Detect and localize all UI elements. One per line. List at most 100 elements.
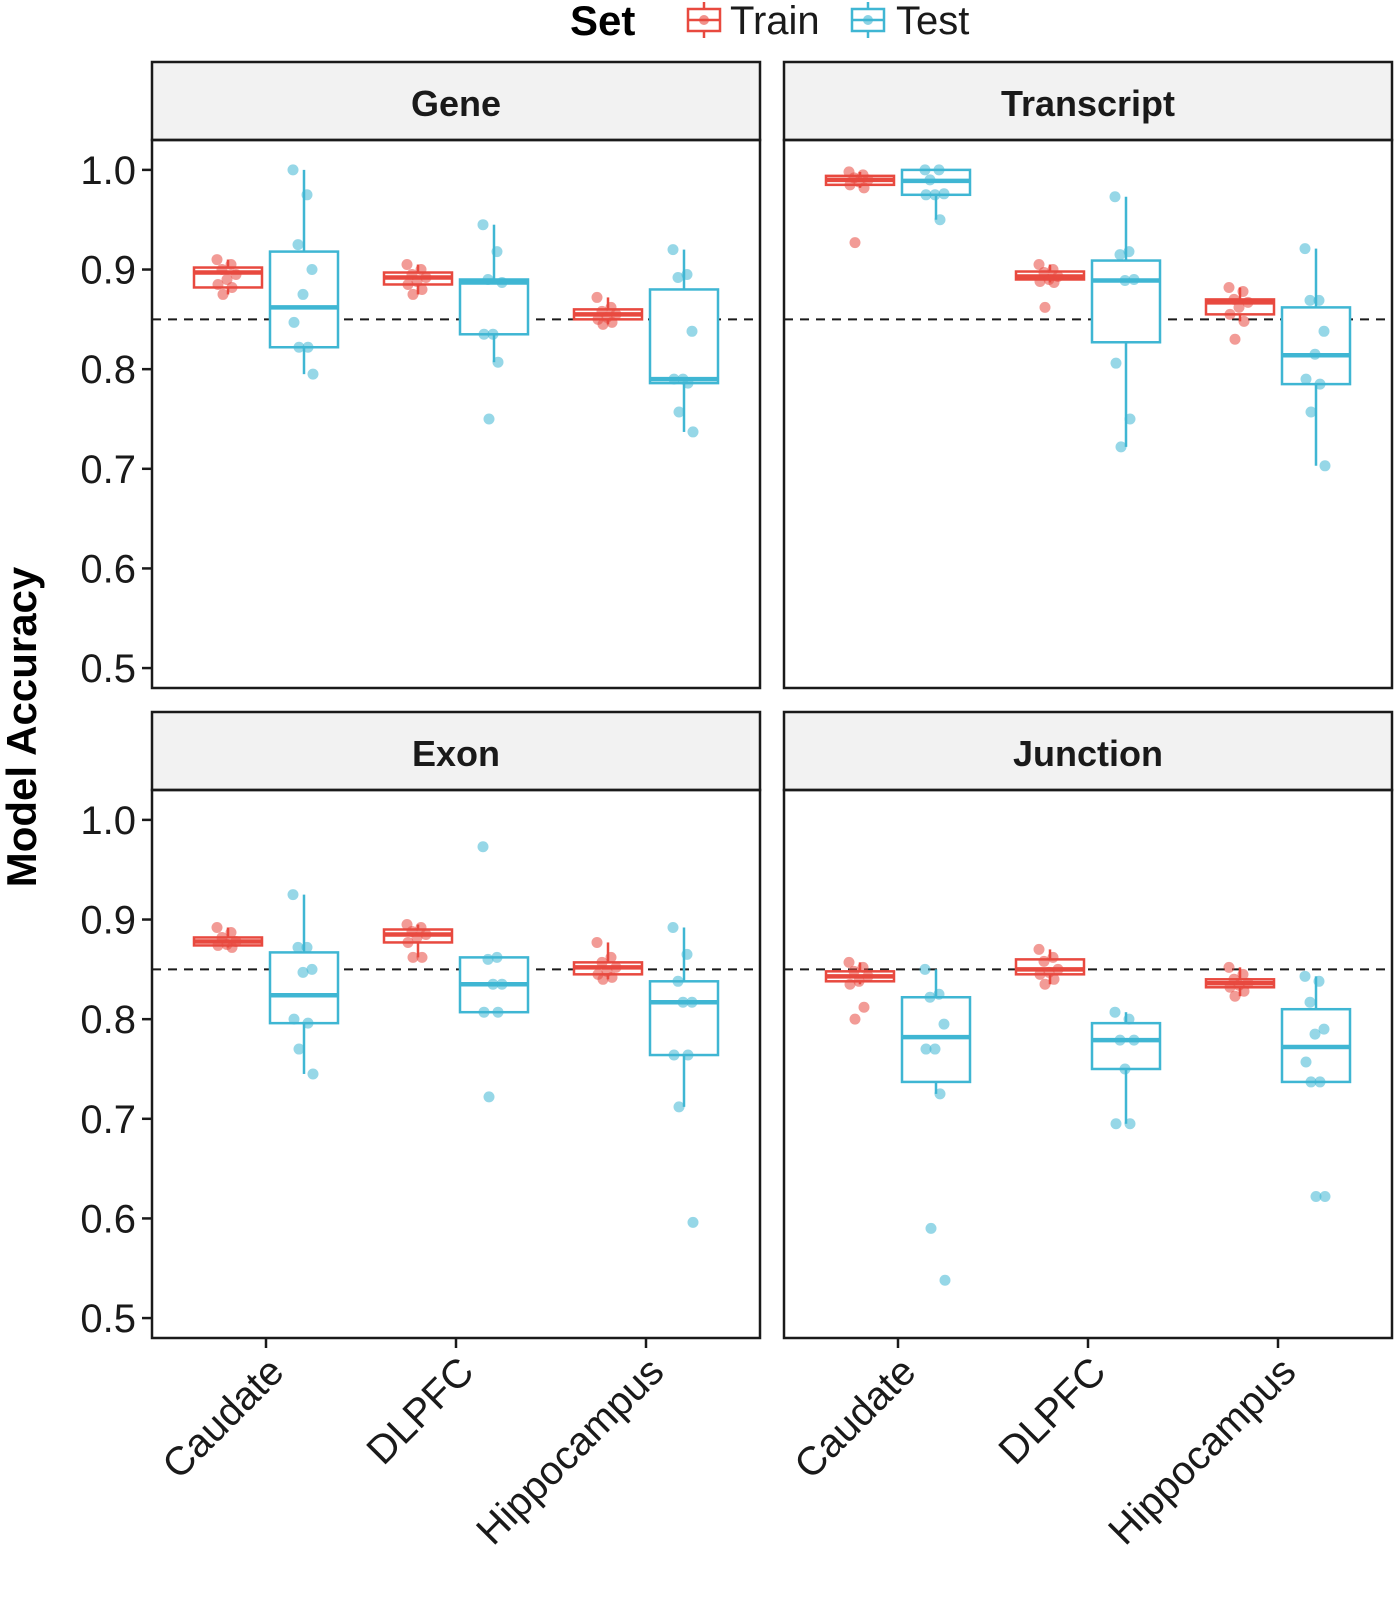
data-point [487,978,499,990]
legend: Set Train Test [570,0,969,44]
panel-title: Exon [412,733,500,774]
data-point [681,948,693,960]
data-point [1039,301,1051,313]
data-point [933,164,945,176]
data-point [1223,961,1235,973]
data-point [1304,294,1316,306]
box-train-caudate [824,166,896,249]
data-point [1310,1191,1322,1203]
data-point [605,951,617,963]
data-point [1319,1191,1331,1203]
data-point [297,288,309,300]
data-point [843,956,855,968]
x-tick-label: DLPFC [991,1349,1115,1473]
box-test-dlpfc [1090,1006,1162,1130]
data-point [307,1068,319,1080]
box-iqr [1090,1021,1162,1071]
data-point [1119,1063,1131,1075]
data-point [1313,294,1325,306]
box-test-caudate [900,164,972,226]
x-tick-label: Caudate [786,1349,924,1487]
data-point [1300,373,1312,385]
data-point [672,975,684,987]
data-point [1319,460,1331,472]
panel-frame [150,788,762,1340]
data-point [858,182,870,194]
box-iqr [900,995,972,1084]
data-point [1034,275,1046,287]
data-point [1114,1034,1126,1046]
box-iqr [648,980,720,1057]
data-point [491,246,503,258]
data-point [211,254,223,266]
y-tick-label: 0.5 [80,647,136,691]
box-train-dlpfc [382,259,454,300]
data-point [293,341,305,353]
box-test-hippocampus [648,244,720,438]
data-point [411,275,423,287]
data-point [292,239,304,251]
box-test-caudate [268,164,340,380]
data-point [288,316,300,328]
data-point [401,259,413,271]
y-tick-label: 0.6 [80,547,136,591]
data-point [596,956,608,968]
data-point [1119,274,1131,286]
data-point [667,921,679,933]
box-test-caudate [268,889,340,1080]
data-point [1124,413,1136,425]
data-point [1123,1013,1135,1025]
legend-label-test: Test [896,0,969,43]
y-tick-label: 0.6 [80,1197,136,1241]
data-point [420,928,432,940]
data-point [496,978,508,990]
data-point [230,269,242,281]
data-point [1305,406,1317,418]
data-point [591,936,603,948]
data-point [402,936,414,948]
data-point [673,1101,685,1113]
data-point [1309,1028,1321,1040]
data-point [1109,191,1121,203]
data-point [1048,973,1060,985]
data-point [1228,293,1240,305]
data-point [682,377,694,389]
data-point [1115,441,1127,453]
data-point [1110,357,1122,369]
data-point [1318,325,1330,337]
data-point [211,921,223,933]
y-tick-label: 0.9 [80,899,136,943]
data-point [924,174,936,186]
data-point [672,271,684,283]
data-point [606,316,618,328]
data-point [477,219,489,231]
box-iqr [1090,259,1162,344]
data-point [597,973,609,985]
box-iqr [1280,306,1352,386]
box-test-dlpfc [1090,191,1162,453]
data-point [677,996,689,1008]
box-train-dlpfc [1014,259,1086,313]
data-point [297,966,309,978]
data-point [929,1043,941,1055]
y-tick-label: 1.0 [80,149,136,193]
data-point [477,841,489,853]
data-point [226,281,238,293]
box-iqr [648,288,720,385]
data-point [1314,378,1326,390]
data-point [287,164,299,176]
box-test-hippocampus [648,921,720,1228]
data-point [1242,296,1254,308]
data-point [1314,1076,1326,1088]
data-point [301,189,313,201]
panel-frame [782,138,1394,690]
data-point [1304,996,1316,1008]
data-point [1238,985,1250,997]
data-point [407,288,419,300]
data-point [686,996,698,1008]
data-point [407,951,419,963]
data-point [1033,259,1045,271]
box-test-hippocampus [1280,243,1352,472]
